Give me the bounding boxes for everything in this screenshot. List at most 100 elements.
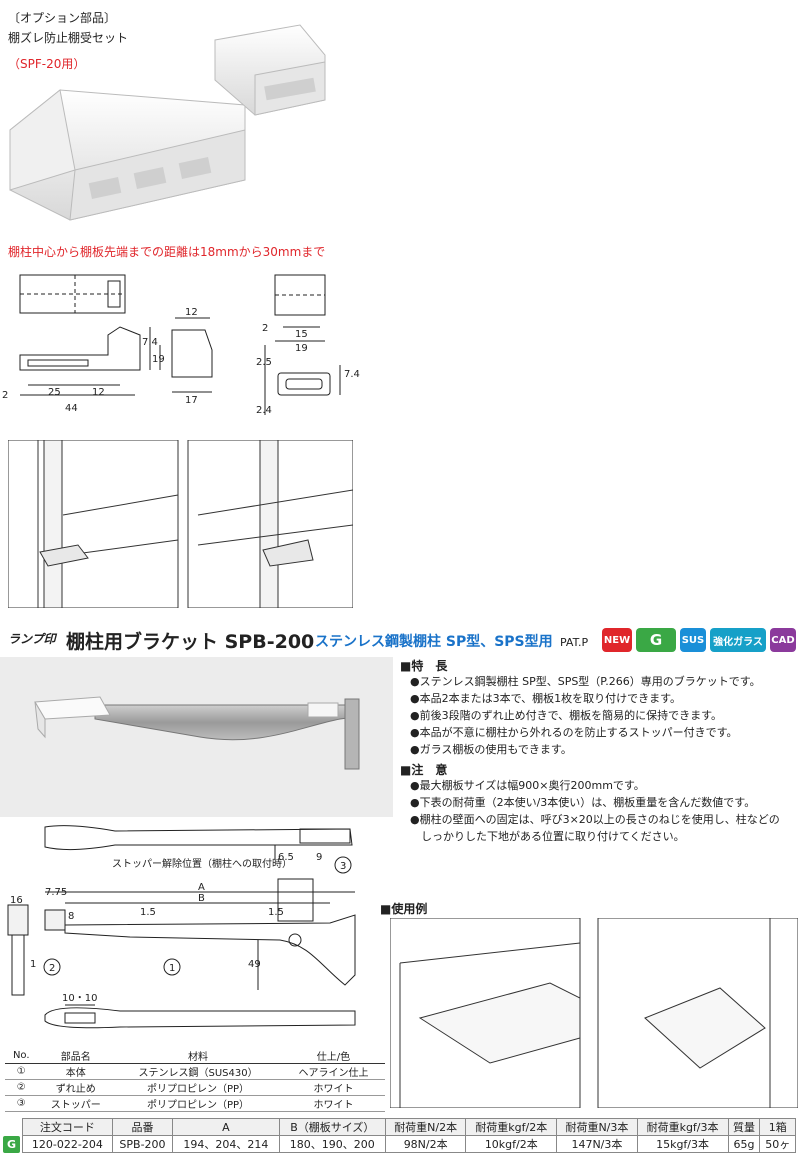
dim-10-10: 10・10 xyxy=(62,993,97,1004)
dim-1-5b: 1.5 xyxy=(268,907,284,918)
features-heading: ■特 長 xyxy=(400,659,448,673)
badge-new: NEW xyxy=(602,628,632,652)
dim-2: 2 xyxy=(2,390,8,401)
dim-r19: 19 xyxy=(295,343,308,354)
parts-header: 部品名 xyxy=(37,1048,115,1064)
dim-1: 1 xyxy=(30,959,36,970)
parts-cell: 本体 xyxy=(37,1063,115,1080)
parts-cell: ② xyxy=(5,1079,38,1096)
parts-cell: ① xyxy=(5,1063,38,1080)
feature-item: ●本品2本または3本で、棚板1枚を取り付けできます。 xyxy=(410,692,682,705)
spec-header: 1箱 xyxy=(759,1118,796,1136)
parts-cell: ストッパー xyxy=(37,1095,115,1112)
usage-illustration xyxy=(390,918,798,1108)
parts-header: 仕上/色 xyxy=(281,1048,385,1064)
note-item: ●最大棚板サイズは幅900×奥行200mmです。 xyxy=(410,779,645,792)
badge-glass: 強化ガラス xyxy=(710,628,766,652)
dim-19: 19 xyxy=(152,354,165,365)
table-row: ① 本体 ステンレス鋼（SUS430） ヘアライン仕上 xyxy=(5,1063,385,1080)
patent-label: PAT.P xyxy=(560,636,589,649)
note-item: しっかりした下地がある位置に取り付けてください。 xyxy=(410,830,685,843)
table-row: ② ずれ止め ポリプロピレン（PP） ホワイト xyxy=(5,1079,385,1096)
parts-cell: ③ xyxy=(5,1095,38,1112)
spec-header: 質量 xyxy=(727,1118,761,1136)
spec-cell: 50ヶ xyxy=(759,1135,796,1153)
dim-r2-4: 2.4 xyxy=(256,405,272,416)
dim-r2-5: 2.5 xyxy=(256,357,272,368)
install-illustration xyxy=(8,440,353,608)
notes-heading: ■注 意 xyxy=(400,763,448,777)
usage-heading: ■使用例 xyxy=(380,902,428,916)
dim-r7-4: 7.4 xyxy=(344,369,360,380)
stopper-note: ストッパー解除位置（棚柱への取付時） xyxy=(112,857,292,870)
dim-1-5a: 1.5 xyxy=(140,907,156,918)
parts-cell: ホワイト xyxy=(281,1079,385,1096)
feature-item: ●ステンレス鋼製棚柱 SP型、SPS型（P.266）専用のブラケットです。 xyxy=(410,675,761,688)
badge-g: G xyxy=(636,628,676,652)
feature-item: ●本品が不意に棚柱から外れるのを防止するストッパー付きです。 xyxy=(410,726,738,739)
callout-1 xyxy=(163,958,181,976)
bracket-photo xyxy=(0,657,393,817)
dim-25: 25 xyxy=(48,387,61,398)
dim-7-4: 7.4 xyxy=(142,337,158,348)
spec-cell: 15kgf/3本 xyxy=(636,1135,729,1153)
spec-cell: 194、204、214 xyxy=(172,1135,280,1153)
spec-cell: 180、190、200 xyxy=(278,1135,387,1153)
spec-cell: 120-022-204 xyxy=(22,1135,113,1153)
dim-16: 16 xyxy=(10,895,23,906)
dim-6-5: 6.5 xyxy=(278,852,294,863)
notes-list: ●最大棚板サイズは幅900×奥行200mmです。 ●下表の耐荷重（2本使い/3本… xyxy=(410,777,780,845)
spec-cell: SPB-200 xyxy=(111,1135,174,1153)
spec-header: 耐荷重N/2本 xyxy=(384,1118,467,1136)
table-row: ③ ストッパー ポリプロピレン（PP） ホワイト xyxy=(5,1095,385,1112)
table-row: 120-022-204 SPB-200 194、204、214 180、190、… xyxy=(22,1135,796,1153)
badge-cad: CAD xyxy=(770,628,796,652)
spec-header: 注文コード xyxy=(22,1118,113,1136)
features-list: ●ステンレス鋼製棚柱 SP型、SPS型（P.266）専用のブラケットです。 ●本… xyxy=(410,673,761,758)
option-title: 棚ズレ防止棚受セット xyxy=(8,31,129,45)
dim-12b: 12 xyxy=(92,387,105,398)
callout-2 xyxy=(43,958,61,976)
spec-cell: 65g xyxy=(727,1135,761,1153)
g-mark: G xyxy=(3,1136,20,1153)
callout-3-label: 3 xyxy=(340,861,346,872)
parts-header: No. xyxy=(5,1048,38,1064)
product-title: 棚柱用ブラケット SPB-200 xyxy=(66,631,315,653)
note-item: ●下表の耐荷重（2本使い/3本使い）は、棚板重量を含んだ数値です。 xyxy=(410,796,756,809)
parts-cell: ヘアライン仕上 xyxy=(281,1063,385,1080)
dim-9: 9 xyxy=(316,852,322,863)
spec-cell: 98N/2本 xyxy=(384,1135,467,1153)
feature-item: ●前後3段階のずれ止め付きで、棚板を簡易的に保持できます。 xyxy=(410,709,723,722)
spec-header: 品番 xyxy=(111,1118,174,1136)
badge-sus: SUS xyxy=(680,628,706,652)
spec-cell: 147N/3本 xyxy=(556,1135,638,1153)
parts-cell: ホワイト xyxy=(281,1095,385,1112)
dim-44: 44 xyxy=(65,403,78,414)
option-label: 〔オプション部品〕 xyxy=(8,11,117,25)
dim-17: 17 xyxy=(185,395,198,406)
dim-8: 8 xyxy=(68,911,74,922)
brand-logo: ランプ印 xyxy=(8,632,56,646)
feature-item: ●ガラス棚板の使用もできます。 xyxy=(410,743,572,756)
bracket-drawing: ストッパー解除位置（棚柱への取付時） 6.5 9 16 7.75 A B 8 1… xyxy=(7,825,356,1029)
option-drawing: 12 7.4 19 2 25 12 44 17 2 15 19 2.5 7.4 … xyxy=(2,274,360,416)
dim-a: A xyxy=(198,882,205,893)
parts-cell: ずれ止め xyxy=(37,1079,115,1096)
parts-header: 材料 xyxy=(114,1048,282,1064)
parts-cell: ステンレス鋼（SUS430） xyxy=(114,1063,282,1080)
dim-b: B xyxy=(198,893,205,904)
callout-3 xyxy=(334,856,352,874)
dim-7-75: 7.75 xyxy=(45,887,67,898)
callout-2-label: 2 xyxy=(49,963,55,974)
parts-cell: ポリプロピレン（PP） xyxy=(114,1095,282,1112)
dim-12: 12 xyxy=(185,307,198,318)
parts-cell: ポリプロピレン（PP） xyxy=(114,1079,282,1096)
spec-header: 耐荷重kgf/2本 xyxy=(465,1118,558,1136)
callout-1-label: 1 xyxy=(169,963,175,974)
spec-header: A xyxy=(172,1118,280,1136)
dim-r2: 2 xyxy=(262,323,268,334)
spec-header: 耐荷重kgf/3本 xyxy=(636,1118,729,1136)
distance-note: 棚柱中心から棚板先端までの距離は18mmから30mmまで xyxy=(8,245,326,259)
dim-49: 49 xyxy=(248,959,261,970)
spec-header: 耐荷重N/3本 xyxy=(556,1118,638,1136)
